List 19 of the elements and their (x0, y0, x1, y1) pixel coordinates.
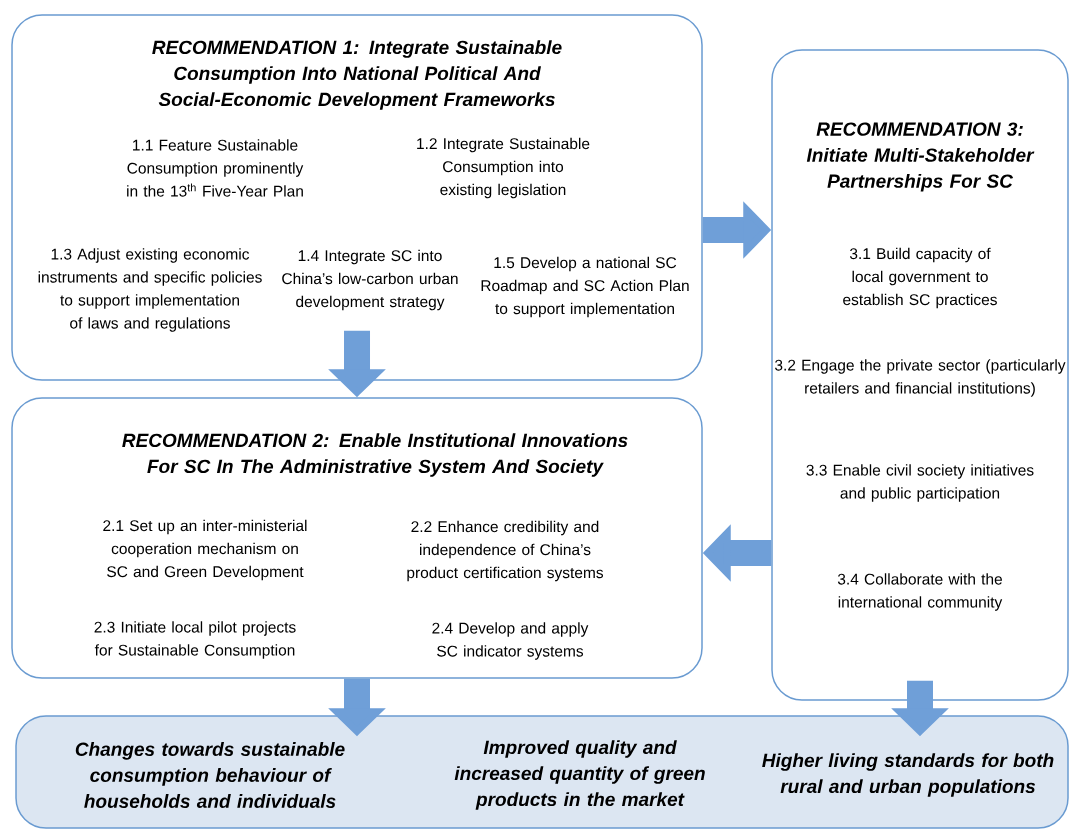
recommendation-item: 3.1 Build capacity of local government to establish SC practices (843, 247, 997, 309)
recommendation-item: 2.1 Set up an inter-ministerial cooperation mechanism on SC and Green Development (103, 519, 307, 581)
recommendation-item: 2.2 Enhance credibility and independence of China’s product certification systems (407, 520, 604, 582)
outcome-text: Higher living standards for both rural and urban populations (762, 753, 1054, 797)
recommendation-item: 2.3 Initiate local pilot projects for Sustainable Consumption (94, 621, 296, 659)
recommendation-item: 1.1 Feature Sustainable Consumption prominently in the 13$^{th}$ Five-Year Plan (127, 139, 304, 197)
recommendation-item: 3.4 Collaborate with the international community (837, 573, 1003, 611)
recommendation-item: 1.4 Integrate SC into China’s low-carbon urban development strategy (282, 249, 458, 311)
heading: RECOMMENDATION 3: Initiate Multi-Stakeholder Partnerships For SC (806, 122, 1035, 192)
outcome-text: Improved quality and increased quantity of green products in the market (454, 740, 705, 810)
recommendation-item: 3.2 Engage the private sector (particularly retailers and financial institutions) (775, 359, 1066, 397)
recommendation-item: 1.5 Develop a national SC Roadmap and SC Action Plan to support implementation (481, 256, 689, 318)
outcome-text: Changes towards sustainable consumption behaviour of households and individuals (75, 742, 345, 808)
heading: RECOMMENDATION 2: Enable Institutional Innovations For SC In The Administrative System And Society (122, 433, 628, 477)
recommendation-item: 1.3 Adjust existing economic instruments and specific policies to support implementation of laws and regulations (38, 248, 262, 332)
heading: RECOMMENDATION 1: Integrate Sustainable Consumption Into National Political And Social-Economic Development Frameworks (152, 40, 562, 110)
recommendation-item: 1.2 Integrate Sustainable Consumption into existing legislation (417, 137, 590, 199)
recommendation-item: 2.4 Develop and apply SC indicator systems (432, 622, 589, 660)
recommendation-item: 3.3 Enable civil society initiatives and public participation (806, 464, 1034, 502)
